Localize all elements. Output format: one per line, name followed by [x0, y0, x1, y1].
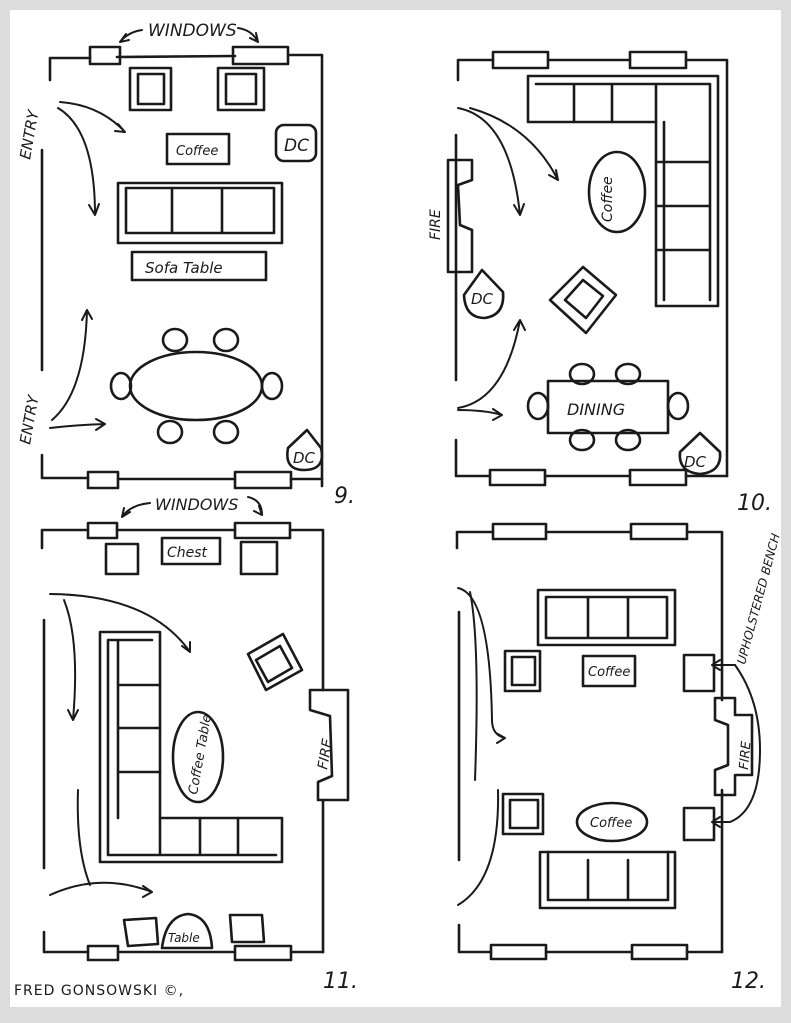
plan-9-window-top-left [88, 45, 122, 66]
plan-10-fireplace [446, 158, 474, 274]
plan-10-window-bottom-left [488, 468, 547, 487]
plan-9: WINDOWS Coffee DC Sofa Table DC ENTRY EN… [16, 21, 355, 518]
plan-12-wall-bottom [457, 923, 724, 954]
plan-9-wall-top [115, 54, 237, 59]
plan-10-wall-top [456, 58, 729, 478]
plan-10-accent-chair [548, 265, 618, 335]
plan-10-wall-bottom [454, 438, 729, 478]
plan-11-wall-top [40, 528, 325, 692]
plan-9-dc-top [274, 123, 318, 163]
plan-9-sofa-table [130, 250, 268, 282]
plan-10-window-top-left [491, 50, 550, 70]
plan-12-window-top-left [491, 522, 548, 541]
drawing-sheet: WINDOWS Coffee DC Sofa Table DC ENTRY EN… [10, 10, 783, 1007]
plan-11-chair-top-right [239, 540, 279, 576]
plan-12-coffee-table-top [581, 654, 637, 688]
plan-12-fire-label: FIRE [737, 740, 755, 771]
plan-12-coffee-bottom-label: Coffee [590, 816, 632, 831]
plan-12-wall-top [455, 530, 724, 702]
plan-11-number: 11. [323, 969, 358, 994]
plan-11-window-bottom-left [86, 944, 120, 962]
plan-12-number: 12. [731, 969, 766, 994]
artist-credit: FRED GONSOWSKI ©, [14, 983, 184, 999]
plan-12-coffee-table-bottom [575, 801, 649, 843]
plan-11-window-top-right [233, 521, 292, 540]
plan-9-chair-left [128, 66, 173, 112]
plan-11-side-table [160, 912, 214, 950]
plan-12-bench-bottom [682, 806, 716, 842]
plan-11-coffee-table-label: Coffee Table [186, 713, 215, 795]
plan-10-dining-label: DINING [567, 400, 625, 419]
plan-10-dc-left [462, 268, 505, 320]
plan-9-chair-left-inner [136, 72, 166, 106]
plan-10-number: 10. [737, 491, 772, 516]
plan-9-wall-bottom-left [40, 453, 90, 480]
plan-12-sofa-bottom [538, 850, 677, 910]
plan-9-chair-right [216, 66, 266, 112]
plan-11-table-label: Table [168, 931, 200, 945]
plan-10-dc-bottom [678, 431, 722, 476]
plan-12: Coffee Coffee FIRE UPHOLSTERED BENCH 12. [455, 522, 783, 994]
plan-10: FIRE Coffee DC DINING DC 10. [428, 50, 772, 516]
plan-11-chair-bottom-right [228, 913, 266, 944]
plan-11-fire-label: FIRE [315, 737, 336, 770]
plan-10-window-top-right [628, 50, 688, 70]
plan-12-sofa-top [536, 588, 677, 647]
plan-11-fireplace [308, 688, 350, 802]
plan-12-chair-left-bottom [501, 792, 545, 836]
plan-9-sofa-table-label: Sofa Table [145, 259, 223, 277]
plan-11-window-top-left [86, 521, 119, 540]
plan-9-window-bottom-left [86, 470, 120, 490]
plan-9-coffee-table [165, 132, 231, 166]
plan-9-windows-label: WINDOWS [148, 21, 237, 41]
plan-10-window-bottom-right [628, 468, 688, 487]
plan-12-window-bottom-right [630, 943, 689, 961]
plan-11-wall-bottom [42, 930, 325, 954]
plan-9-entry-top-label: ENTRY [16, 107, 43, 161]
plan-9-dc-bottom [286, 428, 324, 472]
plan-9-dc-top-label: DC [284, 136, 309, 156]
plan-11-coffee-table [171, 710, 225, 804]
plan-12-upholstered-bench-label: UPHOLSTERED BENCH [734, 532, 782, 666]
plan-10-fire-label: FIRE [428, 209, 444, 240]
plan-10-coffee-table [587, 150, 647, 234]
plan-11-accent-chair [246, 632, 304, 692]
plan-9-chair-right-inner [224, 72, 258, 106]
plan-9-sofa [116, 181, 284, 245]
plan-12-fireplace [713, 696, 754, 797]
plan-10-dc-left-label: DC [471, 290, 494, 308]
plan-12-window-top-right [629, 522, 689, 541]
plan-10-sectional [526, 74, 720, 308]
plan-12-chair-left-bottom-inner [508, 798, 540, 830]
plan-9-window-top-right [231, 45, 290, 66]
plan-9-coffee-label: Coffee [176, 144, 218, 159]
plan-11-chest [160, 536, 222, 566]
plan-9-entry-bottom-label: ENTRY [16, 392, 43, 446]
plan-12-window-bottom-left [489, 943, 548, 961]
plan-9-wall-top-right [288, 53, 324, 488]
plan-10-dc-bottom-label: DC [684, 453, 707, 471]
plan-11: Chest Coffee Table FIRE Table 11. [40, 521, 358, 994]
plan-12-coffee-top-label: Coffee [588, 665, 630, 680]
plan-11-chair-top-left [104, 542, 140, 576]
plan-9-dc-bottom-label: DC [293, 449, 316, 467]
plan-12-bench-top [682, 653, 716, 693]
plan-9-windows-bottom-label: WINDOWS [155, 495, 238, 514]
plan-10-coffee-label: Coffee [600, 176, 616, 222]
plan-11-window-bottom-right [233, 944, 293, 962]
plan-12-chair-left-top-inner [510, 655, 537, 687]
plan-9-wall-top-left [48, 56, 92, 82]
plan-9-window-bottom-right [233, 470, 293, 490]
plan-9-dining-table [128, 350, 264, 422]
plan-9-number: 9. [334, 484, 355, 509]
plan-11-chair-bottom-left [122, 916, 160, 948]
plan-12-chair-left-top [503, 649, 542, 693]
plan-11-chest-label: Chest [167, 545, 208, 561]
plan-11-sectional [98, 630, 284, 864]
